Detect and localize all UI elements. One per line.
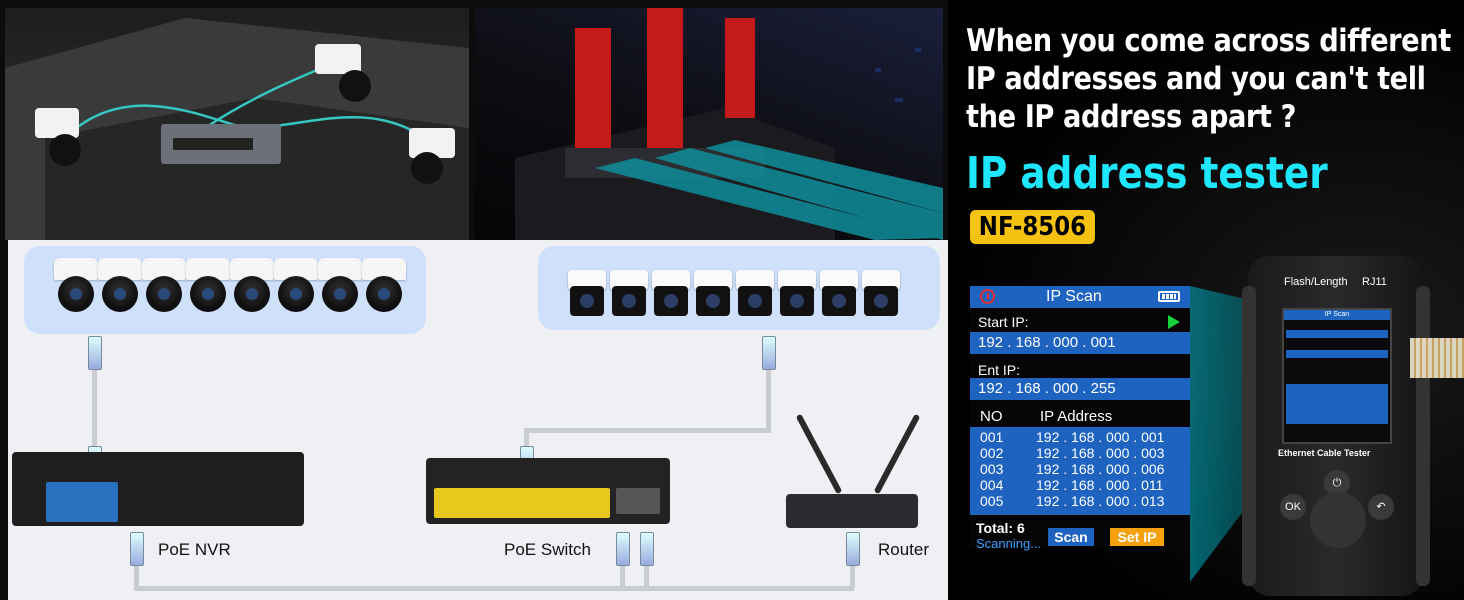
dome-camera bbox=[142, 258, 186, 328]
result-row: 005 192 . 168 . 000 . 013 bbox=[970, 493, 1190, 509]
back-key-icon[interactable]: ↶ bbox=[1368, 494, 1394, 520]
row-ip: 192 . 168 . 000 . 011 bbox=[1036, 477, 1164, 493]
row-no: 002 bbox=[980, 445, 1004, 461]
office-camera-photo bbox=[5, 8, 469, 240]
poe-switch-device bbox=[426, 458, 670, 524]
ok-key[interactable]: OK bbox=[1280, 494, 1306, 520]
dome-camera bbox=[186, 258, 230, 328]
row-no: 003 bbox=[980, 461, 1004, 477]
router-closeup-photo bbox=[475, 8, 943, 240]
router-antenna bbox=[873, 413, 921, 495]
rj45-plug bbox=[1410, 338, 1464, 378]
bullet-camera bbox=[568, 270, 608, 318]
scan-button[interactable]: Scan bbox=[1048, 528, 1094, 546]
screen-header: IP Scan bbox=[970, 286, 1190, 308]
result-row: 003 192 . 168 . 000 . 006 bbox=[970, 461, 1190, 477]
power-key-icon[interactable]: ⏻ bbox=[1324, 470, 1350, 496]
tester-top-label: Flash/Length bbox=[1284, 276, 1348, 288]
cable bbox=[524, 428, 771, 433]
cable bbox=[134, 586, 854, 591]
rj45-connector bbox=[640, 532, 654, 566]
tester-port-label: RJ11 bbox=[1362, 276, 1387, 288]
topology-diagram: PoE NVR PoE Switch Router bbox=[8, 240, 948, 600]
end-ip-label: Ent IP: bbox=[978, 362, 1021, 378]
row-ip: 192 . 168 . 000 . 001 bbox=[1036, 429, 1165, 445]
bullet-camera bbox=[694, 270, 734, 318]
result-row: 004 192 . 168 . 000 . 011 bbox=[970, 477, 1190, 493]
cable bbox=[766, 360, 771, 432]
dome-camera-group bbox=[24, 246, 426, 334]
network-illustration: PoE NVR PoE Switch Router bbox=[0, 0, 948, 600]
clock-icon bbox=[980, 289, 995, 304]
nvr-device bbox=[12, 452, 304, 526]
dome-camera bbox=[274, 258, 318, 328]
total-count: Total: 6 bbox=[976, 520, 1025, 536]
start-ip-label: Start IP: bbox=[978, 314, 1029, 330]
dome-camera bbox=[362, 258, 406, 328]
tester-product-label: Ethernet Cable Tester bbox=[1278, 448, 1371, 458]
start-ip-value: 192 . 168 . 000 . 001 bbox=[970, 332, 1190, 354]
row-ip: 192 . 168 . 000 . 003 bbox=[1036, 445, 1165, 461]
bullet-camera bbox=[736, 270, 776, 318]
result-row: 001 192 . 168 . 000 . 001 bbox=[970, 429, 1190, 445]
model-badge: NF-8506 bbox=[970, 210, 1095, 244]
row-ip: 192 . 168 . 000 . 013 bbox=[1036, 493, 1165, 509]
mini-screen-title: IP Scan bbox=[1284, 310, 1390, 320]
mini-end-field bbox=[1286, 350, 1388, 358]
column-header-no: NO bbox=[980, 408, 1003, 425]
router-antenna bbox=[795, 413, 843, 495]
battery-icon bbox=[1158, 291, 1180, 302]
bullet-camera bbox=[610, 270, 650, 318]
dome-camera bbox=[230, 258, 274, 328]
rj45-connector bbox=[88, 336, 102, 370]
promo-panel: When you come across different IP addres… bbox=[948, 0, 1464, 600]
dome-camera bbox=[318, 258, 362, 328]
row-no: 005 bbox=[980, 493, 1004, 509]
row-ip: 192 . 168 . 000 . 006 bbox=[1036, 461, 1165, 477]
switch-label: PoE Switch bbox=[504, 540, 591, 559]
nvr-label: PoE NVR bbox=[158, 540, 231, 559]
play-icon bbox=[1168, 315, 1180, 329]
router-ports-graphic bbox=[515, 8, 943, 240]
cable-tester-device: Flash/Length RJ11 IP Scan Ethernet Cable… bbox=[1242, 256, 1430, 596]
row-no: 001 bbox=[980, 429, 1004, 445]
rj45-connector bbox=[762, 336, 776, 370]
rj45-connector bbox=[130, 532, 144, 566]
rj45-connector bbox=[846, 532, 860, 566]
dome-camera bbox=[98, 258, 142, 328]
scan-status: Scanning... bbox=[976, 536, 1042, 551]
end-ip-value: 192 . 168 . 000 . 255 bbox=[970, 378, 1190, 400]
result-row: 002 192 . 168 . 000 . 003 bbox=[970, 445, 1190, 461]
scan-results: 001 192 . 168 . 000 . 001 002 192 . 168 . … bbox=[970, 427, 1190, 515]
screen-title: IP Scan bbox=[1046, 288, 1102, 305]
product-subhead: IP address tester bbox=[966, 148, 1328, 199]
set-ip-button[interactable]: Set IP bbox=[1110, 528, 1164, 546]
mini-start-field bbox=[1286, 330, 1388, 338]
router-label: Router bbox=[878, 540, 930, 559]
bullet-camera bbox=[820, 270, 860, 318]
router-device bbox=[786, 494, 918, 528]
dpad-icon[interactable] bbox=[1310, 492, 1366, 548]
bullet-camera bbox=[862, 270, 902, 318]
bullet-camera bbox=[778, 270, 818, 318]
dome-camera bbox=[54, 258, 98, 328]
office-floorplan-graphic bbox=[5, 18, 469, 240]
mini-results bbox=[1286, 384, 1388, 424]
headline: When you come across different IP addres… bbox=[966, 23, 1451, 135]
ip-scan-screen: IP Scan Start IP: 192 . 168 . 000 . 001 … bbox=[970, 286, 1190, 551]
row-no: 004 bbox=[980, 477, 1004, 493]
bullet-camera bbox=[652, 270, 692, 318]
rj45-connector bbox=[616, 532, 630, 566]
bullet-camera-group bbox=[538, 246, 940, 330]
column-header-ip: IP Address bbox=[1040, 408, 1113, 425]
tester-screen: IP Scan bbox=[1282, 308, 1392, 444]
cable bbox=[92, 370, 97, 460]
